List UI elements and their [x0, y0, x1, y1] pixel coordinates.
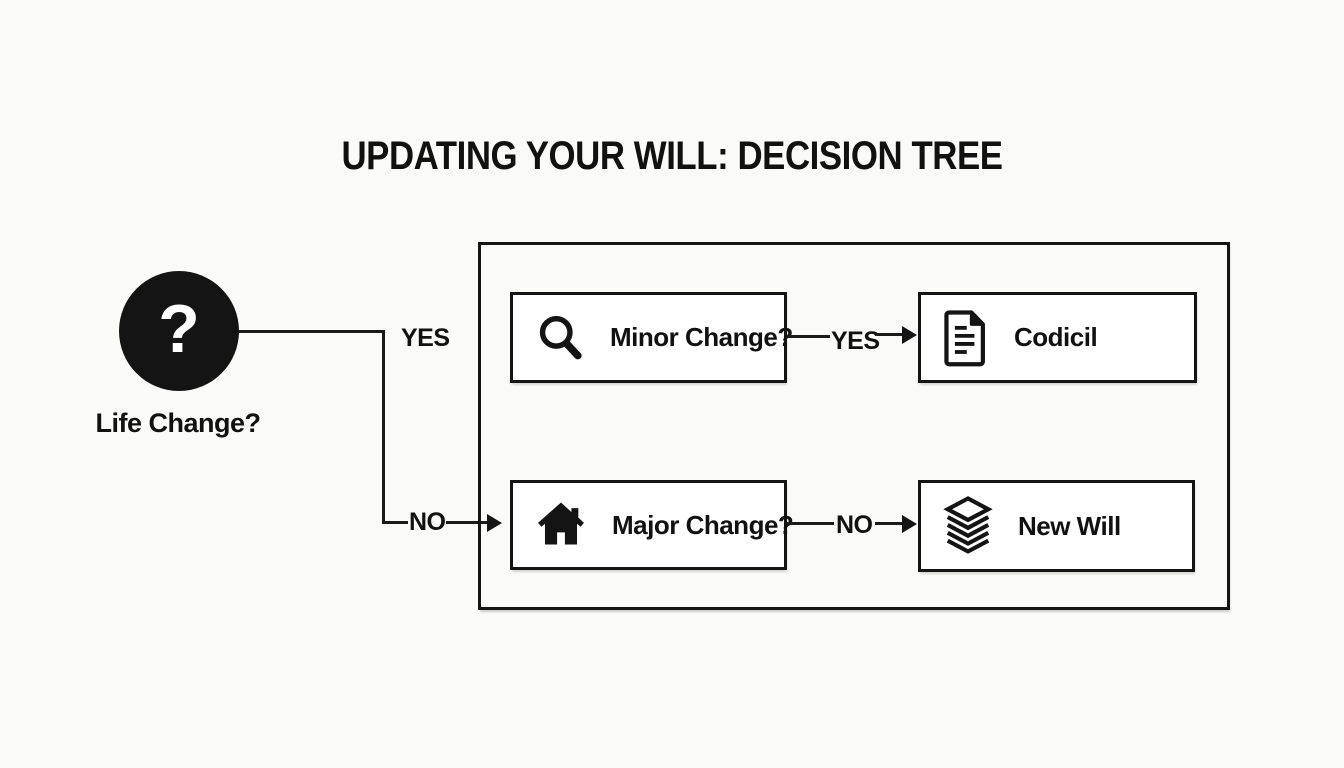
no-connector-line-segment-1: [787, 522, 834, 525]
node-minor-change: Minor Change?: [510, 292, 793, 383]
node-new-will: New Will: [918, 480, 1195, 572]
no-connector-arrowhead-icon: [902, 515, 917, 533]
root-branch-vertical-line: [382, 330, 385, 524]
decision-tree-container: [478, 242, 1230, 610]
no-branch-line-segment-2: [446, 521, 487, 524]
no-branch-arrowhead-icon: [487, 514, 502, 532]
no-connector-label: NO: [836, 511, 873, 539]
root-branch-yes-label: YES: [401, 324, 450, 352]
node-codicil-label: Codicil: [1014, 322, 1098, 352]
house-icon: [535, 501, 587, 549]
root-node-circle: ?: [119, 271, 239, 391]
root-node-label: Life Change?: [95, 408, 261, 438]
root-branch-no-label: NO: [409, 508, 446, 536]
node-major-change: Major Change?: [510, 480, 794, 570]
node-new-will-label: New Will: [1018, 510, 1121, 541]
node-codicil: Codicil: [918, 292, 1197, 383]
yes-connector-label: YES: [831, 327, 880, 355]
question-mark-icon: ?: [158, 291, 200, 367]
no-connector-line-segment-2: [875, 522, 903, 525]
node-major-change-label: Major Change?: [612, 509, 794, 540]
yes-connector-arrowhead-icon: [902, 326, 917, 344]
magnifier-icon: [535, 312, 585, 364]
document-icon: [943, 308, 989, 368]
layers-icon: [943, 496, 993, 556]
page-title: UPDATING YOUR WILL: DECISION TREE: [341, 134, 1003, 178]
node-minor-change-label: Minor Change?: [610, 322, 793, 352]
root-branch-horizontal-line: [238, 330, 385, 333]
yes-connector-line-segment-2: [877, 333, 903, 336]
no-branch-line-segment-1: [385, 521, 408, 524]
yes-connector-line-segment-1: [787, 335, 830, 338]
